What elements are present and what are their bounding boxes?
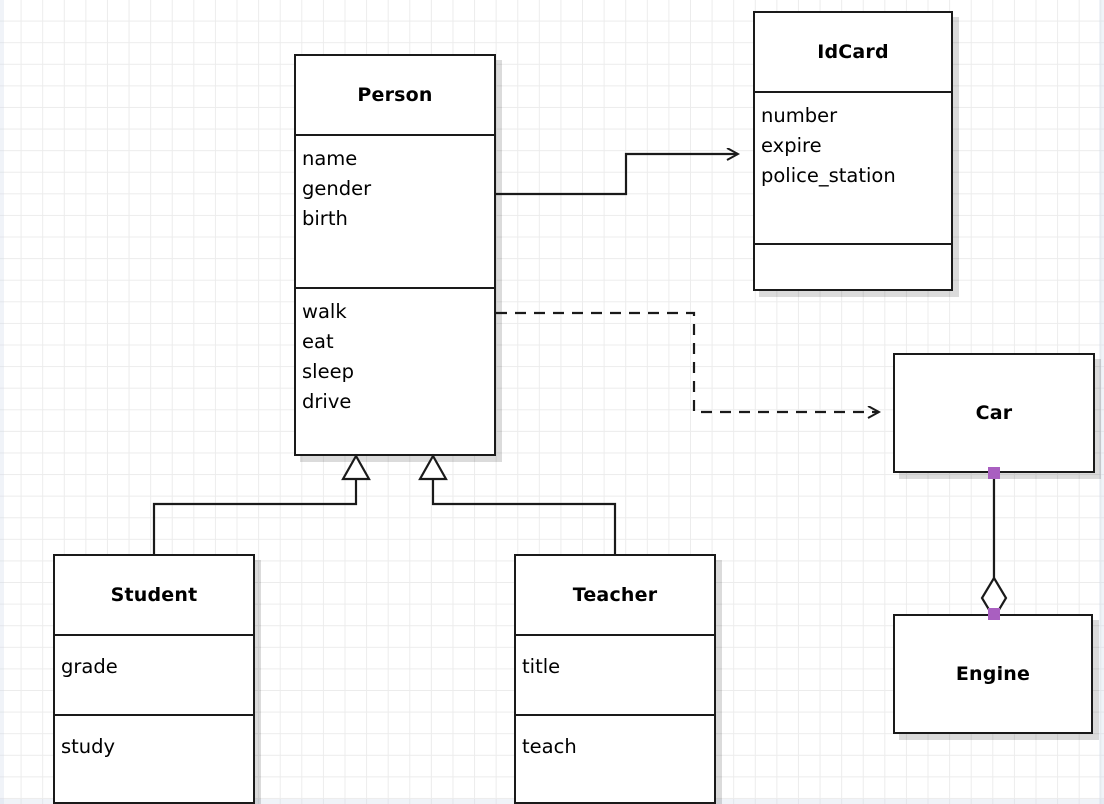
generalization-triangle-student: [341, 453, 371, 481]
edge-person-car[interactable]: [496, 311, 879, 412]
class-box-person[interactable]: Person name gender birth walk eat sleep …: [294, 54, 496, 456]
attribute-list-person: name gender birth: [302, 147, 372, 230]
operation-list-teacher: teach: [522, 735, 577, 758]
canvas-margin-left: [0, 0, 4, 804]
operations-compartment-person: walk eat sleep drive: [296, 287, 494, 454]
edge-car-engine[interactable]: [980, 473, 1008, 621]
class-box-car[interactable]: Car: [893, 353, 1095, 473]
generalization-triangle-teacher: [418, 453, 448, 481]
class-name-student: Student: [110, 584, 198, 606]
edge-person-idcard[interactable]: [496, 154, 738, 196]
attributes-compartment-person: name gender birth: [296, 134, 494, 287]
canvas-margin-right: [1099, 0, 1104, 804]
class-name-teacher: Teacher: [572, 584, 658, 606]
attributes-compartment-teacher: title: [516, 634, 714, 714]
class-box-engine[interactable]: Engine: [893, 614, 1093, 734]
operations-compartment-teacher: teach: [516, 714, 714, 802]
class-name-idcard: IdCard: [817, 41, 889, 63]
class-box-teacher[interactable]: Teacher title teach: [514, 554, 716, 804]
operations-compartment-student: study: [55, 714, 253, 802]
class-name-car: Car: [975, 402, 1013, 424]
link-endpoint-handle-engine[interactable]: [988, 608, 1000, 620]
operation-list-student: study: [61, 735, 116, 758]
attribute-list-idcard: number expire police_station: [761, 104, 896, 187]
edge-teacher-person[interactable]: [418, 453, 617, 554]
class-name-person: Person: [357, 84, 433, 106]
class-name-engine: Engine: [955, 663, 1031, 685]
link-endpoint-handle-car[interactable]: [988, 467, 1000, 479]
class-box-idcard[interactable]: IdCard number expire police_station: [753, 11, 953, 291]
operation-list-idcard: [755, 245, 951, 253]
operation-list-person: walk eat sleep drive: [302, 300, 354, 413]
attribute-list-student: grade: [61, 655, 118, 678]
attribute-list-teacher: title: [522, 655, 561, 678]
class-box-student[interactable]: Student grade study: [53, 554, 255, 804]
operations-compartment-idcard: [755, 243, 951, 289]
attributes-compartment-idcard: number expire police_station: [755, 91, 951, 243]
attributes-compartment-student: grade: [55, 634, 253, 714]
edge-student-person[interactable]: [152, 453, 371, 554]
